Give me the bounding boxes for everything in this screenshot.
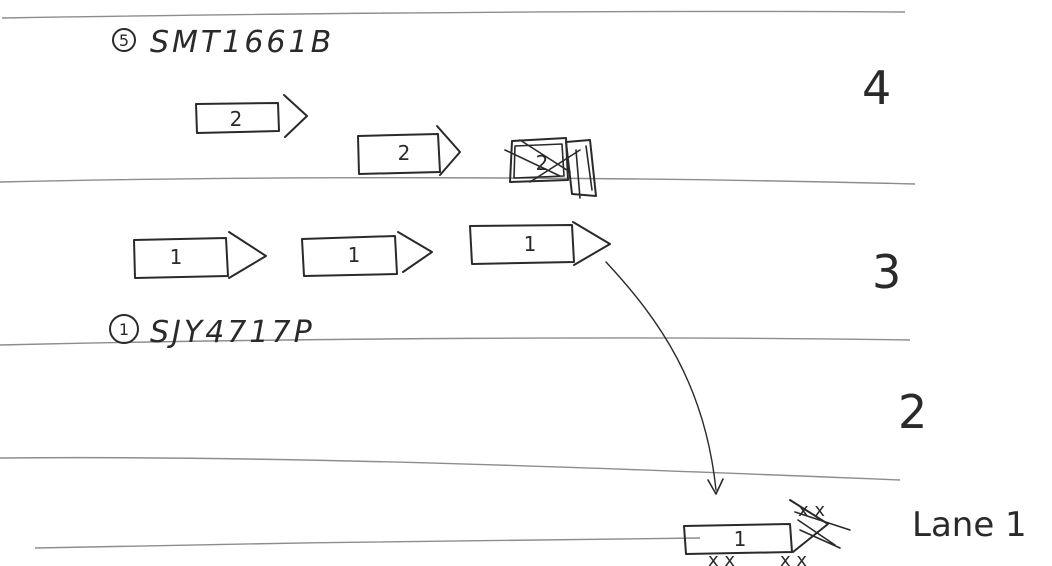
- vehicle-5-car-label-1: 2: [230, 107, 243, 131]
- lane-line-2-1: [0, 458, 900, 480]
- lane-3-label: 3: [872, 245, 901, 299]
- vehicle-5-plate: SMT1661B: [150, 25, 334, 60]
- lane-line-bottom: [35, 538, 700, 548]
- vehicle-1-car-label-2: 1: [348, 243, 361, 267]
- lane-labels: 4 3 2 Lane 1: [862, 61, 1027, 545]
- vehicle-1-final-position: 1 x x x x x x: [684, 500, 850, 566]
- vehicle-1-car-label-3: 1: [524, 232, 537, 256]
- lane-line-4-3: [0, 178, 915, 184]
- lane-line-3-2: [0, 338, 910, 345]
- lane-1-label: Lane 1: [912, 505, 1027, 545]
- vehicle-5-label: 5 SMT1661B: [113, 25, 334, 60]
- collision-marks-bottom-1: x x: [708, 550, 735, 566]
- vehicle-1-path: 1 1 1: [134, 222, 610, 278]
- vehicle-5-path: 2 2 2: [196, 95, 596, 198]
- vehicle-5-car-position-1: 2: [196, 95, 307, 137]
- lane-line-top: [2, 11, 905, 18]
- vehicle-1-car-label-final: 1: [734, 527, 747, 551]
- vehicle-5-car-position-3-collision: 2: [505, 138, 596, 198]
- vehicle-5-car-position-2: 2: [358, 126, 460, 175]
- vehicle-1-car-position-2: 1: [302, 232, 432, 276]
- vehicle-1-car-position-3: 1: [470, 222, 610, 265]
- vehicle-5-marker: 5: [119, 31, 129, 50]
- lane-4-label: 4: [862, 61, 891, 115]
- vehicle-1-swerve-arrow: [606, 262, 723, 494]
- vehicle-1-marker: 1: [119, 320, 129, 339]
- lane-lines: [0, 11, 915, 548]
- collision-marks-top: x x: [798, 500, 825, 521]
- vehicle-5-car-label-2: 2: [398, 141, 411, 165]
- vehicle-5-car-label-3: 2: [536, 151, 549, 175]
- collision-marks-bottom-2: x x: [780, 550, 807, 566]
- vehicle-1-label: 1 SJY4717P: [110, 315, 315, 350]
- vehicle-1-plate: SJY4717P: [150, 315, 315, 350]
- vehicle-1-car-position-1: 1: [134, 232, 266, 278]
- lane-2-label: 2: [898, 385, 927, 439]
- vehicle-1-car-label-1: 1: [170, 245, 183, 269]
